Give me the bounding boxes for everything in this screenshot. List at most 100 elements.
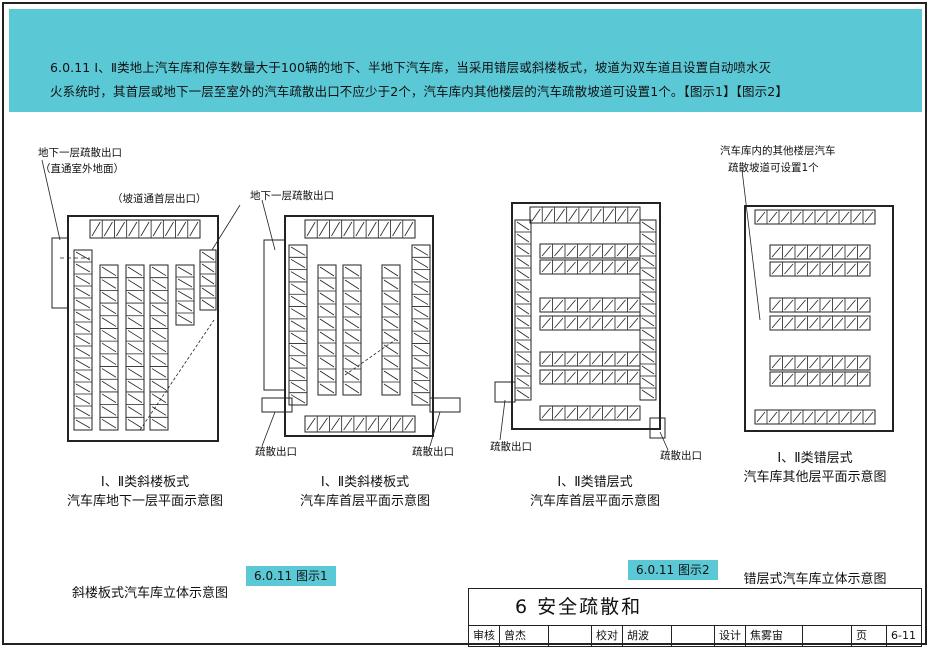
plan1-col6 — [199, 249, 217, 311]
plan3-left-col-car — [516, 221, 530, 231]
plan2-top-stalls-car — [331, 221, 341, 237]
plan3-left-col-car — [516, 365, 530, 375]
label-exit-a: 疏散出口 — [255, 446, 297, 458]
label-b1-exit-2: 地下一层疏散出口 — [250, 190, 334, 202]
leader-b1-exit-2 — [261, 199, 276, 251]
plan2-top-stalls — [304, 219, 416, 239]
caption-iso2: 错层式汽车库立体示意图 — [743, 572, 887, 587]
plan1-col4-car — [151, 355, 167, 365]
plan3-row5-car — [554, 353, 564, 365]
caption-plan2-line2: 汽车库首层平面示意图 — [299, 494, 430, 509]
plan3-right-col — [639, 219, 657, 401]
plan2-col4-car — [383, 331, 399, 342]
plan2-col4-car — [383, 279, 399, 290]
clause-line-1: 6.0.11 Ⅰ、Ⅱ类地上汽车库和停车数量大于100辆的地下、半地下汽车库，当采… — [50, 60, 772, 75]
plan4-row2-car — [784, 263, 794, 275]
plan3-left-col-car — [516, 281, 530, 291]
plan1-col2-car — [101, 330, 117, 340]
plan3-right-col-car — [641, 245, 655, 255]
plan3-row6-car — [604, 371, 614, 383]
tb-designer-signature — [803, 626, 852, 646]
plan2-col2-car — [319, 292, 335, 303]
plan2-col4-car — [383, 318, 399, 329]
plan3-top-stalls — [529, 206, 641, 224]
plan3-row1-car — [579, 245, 589, 257]
plan4-row3-car — [809, 299, 819, 311]
plan1-col4-car — [151, 380, 167, 391]
plan2-col3-car — [344, 370, 360, 381]
plan4-row2-car — [771, 263, 781, 275]
plan2-top-stalls-car — [404, 221, 414, 237]
plan3-row5-car — [604, 353, 614, 365]
plan1-col4-car — [151, 292, 167, 302]
plan3-row3-car — [591, 299, 601, 311]
plan3-row1-car — [604, 245, 614, 257]
plan3-bottom-stalls-car — [541, 407, 551, 419]
plan3-right-col-car — [641, 329, 655, 339]
label-other-floor-ramp-1: 汽车库内的其他楼层汽车 — [720, 145, 836, 157]
plan3-left-col-car — [516, 257, 530, 267]
plan3-top-stalls-car — [568, 208, 578, 222]
plan2-col3-car — [344, 357, 360, 368]
plan4-outline — [744, 205, 894, 432]
plan2-col2-car — [319, 357, 335, 368]
plan2-bottom-stalls-car — [392, 417, 402, 431]
plan4-row1-car — [771, 246, 781, 258]
plan3-row1-car — [541, 245, 551, 257]
plan4-bottom-stalls-car — [756, 411, 766, 423]
plan3-row2-car — [591, 261, 601, 273]
plan2-col1-car — [290, 258, 306, 268]
plan1-col3-car — [127, 292, 143, 302]
plan1-col6-car — [201, 275, 215, 285]
label-b1-exit: 地下一层疏散出口 — [38, 147, 122, 159]
plan4-row3-car — [859, 299, 869, 311]
plan4-top-stalls-car — [840, 211, 850, 223]
plan1-col4-car — [151, 393, 167, 403]
plan3-top-stalls-car — [543, 208, 553, 222]
plan4-top-stalls-car — [864, 211, 874, 223]
plan2-col2-car — [319, 305, 335, 316]
plan2-col2-car — [319, 383, 335, 394]
plan3-left-col-car — [516, 293, 530, 303]
plan4-top-stalls-car — [768, 211, 778, 223]
plan2-col5-car — [413, 345, 429, 355]
plan4-row6-car — [809, 373, 819, 385]
plan1-col6-car — [201, 299, 215, 309]
label-other-floor-ramp-2: 疏散坡道可设置1个 — [728, 162, 819, 174]
plan3-row2-car — [554, 261, 564, 273]
plan3-right-col-car — [641, 257, 655, 267]
plan4-row4-car — [771, 317, 781, 329]
plan3-right-col-car — [641, 317, 655, 327]
plan3-row4-car — [604, 317, 614, 329]
plan2-col5 — [411, 244, 431, 406]
plan3-top-stalls-car — [580, 208, 590, 222]
plan1-col2-car — [101, 368, 117, 378]
plan1-col3 — [125, 264, 145, 431]
plan3-row5-car — [579, 353, 589, 365]
plan1-col1-car — [75, 359, 91, 369]
plan3-left-col-car — [516, 341, 530, 351]
plan4-row2-car — [834, 263, 844, 275]
plan2-col5-car — [413, 394, 429, 404]
plan3-left-col-car — [516, 377, 530, 387]
plan4-bottom-stalls-car — [792, 411, 802, 423]
plan3-row5-car — [566, 353, 576, 365]
plan3-bottom-stalls-car — [554, 407, 564, 419]
plan1-col2-car — [101, 380, 117, 391]
plan2-bottom-stalls — [304, 415, 416, 433]
plan2-side-ramp — [263, 239, 286, 391]
plan2-bottom-stalls-car — [404, 417, 414, 431]
plan2-col1-car — [290, 369, 306, 379]
plan4-bottom-stalls-car — [780, 411, 790, 423]
plan3-row1-car — [629, 245, 639, 257]
plan3-bottom-stalls-car — [591, 407, 601, 419]
plan2-exit-right — [429, 397, 461, 413]
caption-plan4-line1: Ⅰ、Ⅱ类错层式 — [777, 451, 853, 466]
plan4-row1-car — [834, 246, 844, 258]
plan3-row3-car — [616, 299, 626, 311]
plan1-col1-car — [75, 311, 91, 321]
plan2-top-stalls-car — [343, 221, 353, 237]
plan4-row1-car — [796, 246, 806, 258]
plan3-left-col-car — [516, 353, 530, 363]
